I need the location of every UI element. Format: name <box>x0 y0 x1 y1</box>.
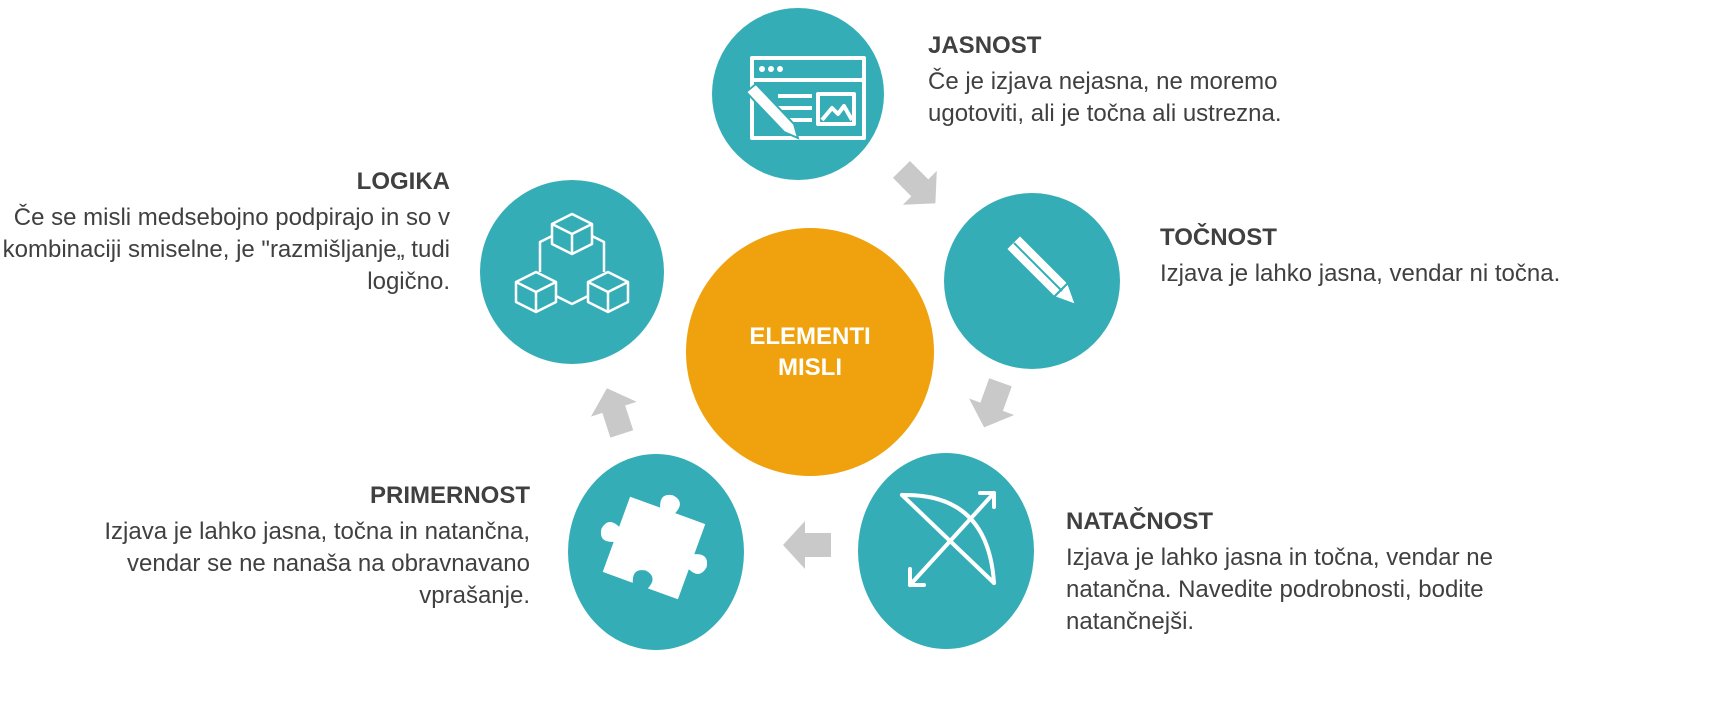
node-jasnost <box>712 8 884 180</box>
label-tocnost: TOČNOST Izjava je lahko jasna, vendar ni… <box>1160 222 1709 290</box>
text-logika: Če se misli medsebojno podpirajo in so v… <box>2 204 450 295</box>
node-logika <box>480 180 664 364</box>
pencil-icon <box>1005 234 1077 306</box>
label-logika: LOGIKA Če se misli medsebojno podpirajo … <box>0 166 450 298</box>
arrow-primernost-to-logika <box>590 388 637 438</box>
label-jasnost: JASNOST Če je izjava nejasna, ne moremo … <box>928 30 1308 130</box>
node-natancnost <box>858 453 1034 649</box>
text-jasnost: Če je izjava nejasna, ne moremo ugotovit… <box>928 68 1282 127</box>
title-jasnost: JASNOST <box>928 32 1042 59</box>
center-title-line2: MISLI <box>778 354 842 381</box>
arrow-natancnost-to-primernost <box>783 521 831 569</box>
title-tocnost: TOČNOST <box>1160 224 1277 251</box>
arrow-jasnost-to-tocnost <box>892 160 937 205</box>
node-primernost <box>568 454 744 650</box>
text-tocnost: Izjava je lahko jasna, vendar ni točna. <box>1160 260 1561 287</box>
text-primernost: Izjava je lahko jasna, točna in natančna… <box>104 518 530 609</box>
bow-arrow-icon <box>900 491 996 587</box>
title-natancnost: NATAČNOST <box>1066 508 1214 535</box>
browser-edit-icon <box>744 56 866 140</box>
label-primernost: PRIMERNOST Izjava je lahko jasna, točna … <box>100 480 530 612</box>
title-primernost: PRIMERNOST <box>369 482 530 509</box>
text-natancnost: Izjava je lahko jasna in točna, vendar n… <box>1066 544 1493 635</box>
center-title-line1: ELEMENTI <box>749 323 871 350</box>
title-logika: LOGIKA <box>356 168 450 195</box>
puzzle-piece-icon <box>600 494 708 600</box>
node-tocnost <box>944 193 1120 369</box>
center-circle: ELEMENTI MISLI <box>686 228 934 476</box>
arrow-tocnost-to-natancnost <box>969 378 1015 428</box>
connected-cubes-icon <box>514 212 630 314</box>
label-natancnost: NATAČNOST Izjava je lahko jasna in točna… <box>1066 506 1506 638</box>
